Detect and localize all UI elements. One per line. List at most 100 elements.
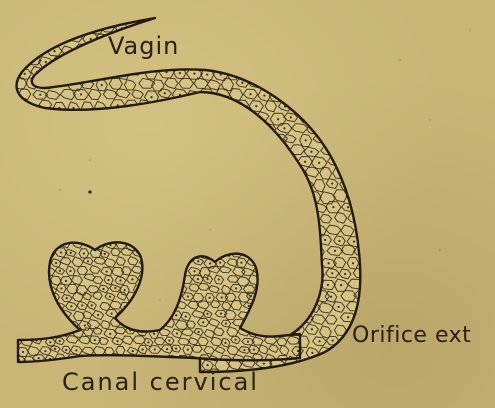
epithelial-cell [95,57,107,66]
epithelial-cell [257,203,269,215]
cell-nucleus [11,26,13,28]
cell-nucleus [60,129,62,131]
epithelial-cell [241,67,253,76]
epithelial-cell [291,80,304,91]
epithelial-cell [3,179,15,191]
epithelial-cell [32,380,47,389]
epithelial-cell [12,302,24,310]
epithelial-cell [209,230,218,240]
epithelial-cell [5,21,18,33]
cell-nucleus [96,364,98,366]
epithelial-cell [24,280,37,292]
epithelial-cell [208,214,223,225]
epithelial-cell [362,78,376,87]
cell-nucleus [31,373,33,375]
epithelial-cell [131,156,144,166]
cell-nucleus [172,196,174,198]
epithelial-cell [34,157,48,168]
cell-nucleus [120,364,122,366]
cell-nucleus [45,284,47,286]
epithelial-cell [27,241,38,248]
cell-nucleus [54,242,56,244]
cell-nucleus [256,36,258,38]
cell-nucleus [178,227,180,229]
cell-nucleus [286,260,288,262]
cell-nucleus [23,243,25,245]
epithelial-cell [274,266,284,275]
epithelial-cell [156,231,167,239]
cell-nucleus [145,261,147,263]
cell-nucleus [351,195,353,197]
epithelial-cell [52,57,67,68]
cell-nucleus [101,84,103,86]
cell-nucleus [59,173,61,175]
epithelial-cell [254,300,265,307]
epithelial-cell [55,231,67,238]
cell-nucleus [52,207,54,209]
cell-nucleus [213,127,215,129]
epithelial-cell [228,200,242,209]
cell-nucleus [198,239,200,241]
cell-nucleus [185,15,187,17]
cell-nucleus [194,250,196,252]
cell-nucleus [291,306,293,308]
epithelial-cell [33,181,45,190]
epithelial-cell [75,134,91,146]
epithelial-cell [68,146,84,155]
cell-nucleus [213,62,215,64]
epithelial-cell [110,213,125,221]
epithelial-cell [237,57,252,67]
epithelial-cell [347,78,362,90]
epithelial-cell [269,291,285,301]
cell-nucleus [176,244,178,246]
cell-nucleus [374,51,376,53]
epithelial-cell [200,21,214,32]
cell-nucleus [51,29,53,31]
epithelial-cell [269,312,280,319]
epithelial-cell [284,22,296,31]
epithelial-cell [131,319,143,326]
cell-nucleus [345,48,347,50]
cell-nucleus [277,272,279,274]
cell-nucleus [191,359,193,361]
epithelial-cell [172,157,185,169]
epithelial-cell [173,247,187,255]
epithelial-cell [278,57,291,65]
cell-nucleus [89,242,91,244]
cell-nucleus [93,47,95,49]
epithelial-cell [21,283,32,293]
epithelial-cell [263,212,275,224]
epithelial-cell [96,213,107,224]
epithelial-cell [284,381,299,391]
cell-nucleus [369,261,371,263]
cell-nucleus [170,287,172,289]
epithelial-cell [26,258,42,270]
epithelial-cell [178,33,192,44]
epithelial-cell [149,240,161,248]
cell-nucleus [220,313,222,315]
cell-nucleus [352,262,354,264]
epithelial-cell [353,179,365,191]
epithelial-cell [341,360,355,372]
cell-nucleus [262,318,264,320]
cell-nucleus [32,238,34,240]
epithelial-cell [74,224,86,236]
epithelial-cell [35,248,45,257]
epithelial-cell [95,167,110,179]
cell-nucleus [243,349,245,351]
epithelial-cell [363,190,375,203]
cell-nucleus [276,163,278,165]
epithelial-cell [250,10,262,20]
epithelial-cell [142,301,154,310]
epithelial-cell [151,167,166,178]
epithelial-cell [284,247,299,256]
epithelial-cell [164,212,177,222]
epithelial-cell [150,122,164,131]
epithelial-cell [353,112,368,122]
cell-nucleus [340,284,342,286]
epithelial-cell [362,11,378,22]
cell-nucleus [243,61,245,63]
epithelial-cell [164,145,179,157]
cell-nucleus [169,269,171,271]
cell-nucleus [100,61,102,63]
